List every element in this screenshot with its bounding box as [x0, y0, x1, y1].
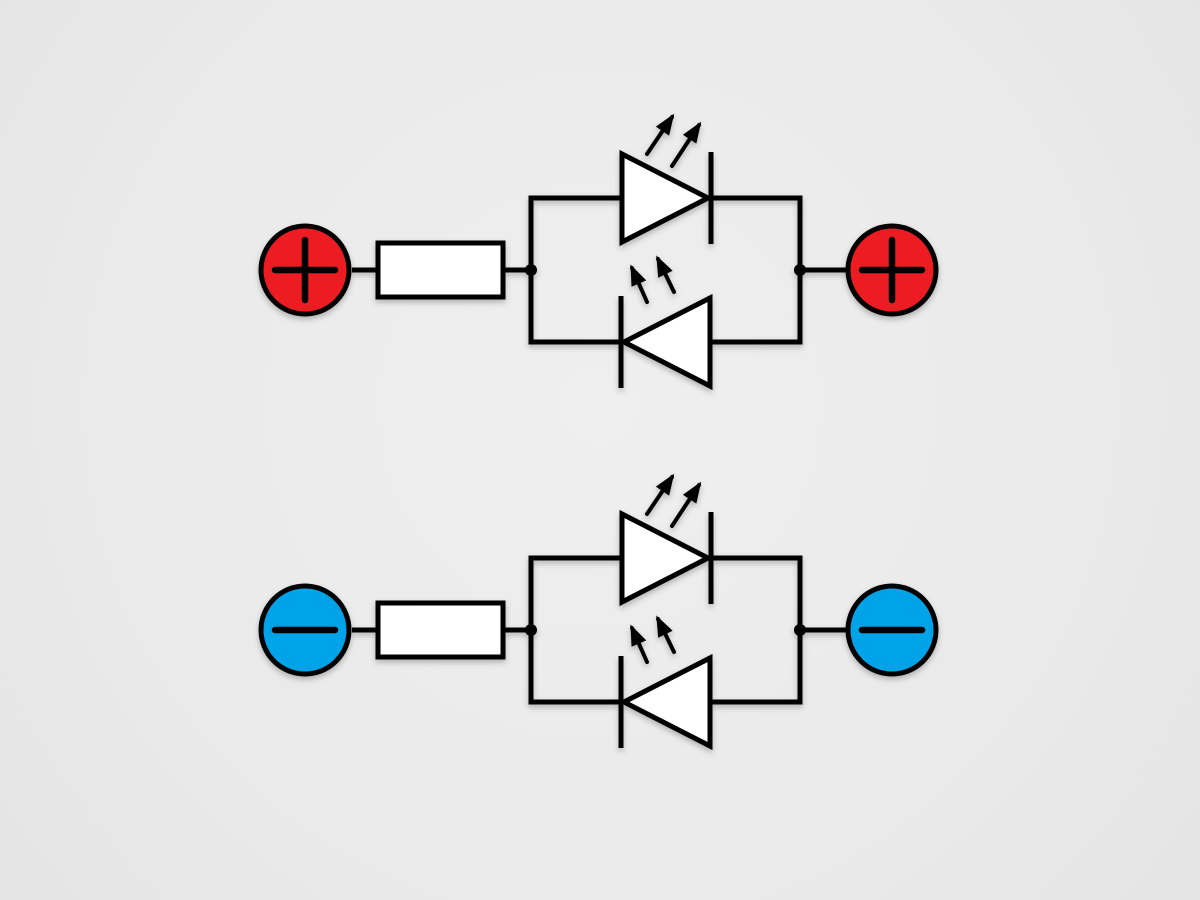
wire-lower-branch-right: [710, 630, 803, 705]
wire-upper-branch-left: [528, 555, 622, 630]
circuit-positive: [258, 113, 939, 391]
wire-upper-branch-right: [710, 555, 803, 630]
junction-dot-right: [794, 264, 806, 276]
light-arrow: [645, 113, 675, 156]
arrow-head: [630, 624, 647, 647]
light-arrow: [656, 615, 676, 654]
led-triangle: [619, 149, 714, 247]
light-arrow: [670, 121, 702, 168]
wire-upper-branch-left: [528, 195, 622, 270]
light-arrow: [630, 264, 649, 304]
wire-lower-branch-left: [528, 270, 622, 345]
led-forward: [619, 113, 714, 247]
left-minus-terminal: [258, 583, 352, 677]
circuit-negative: [258, 473, 939, 751]
arrow-head: [682, 121, 702, 144]
light-arrow: [645, 473, 675, 516]
arrow-head: [682, 481, 702, 504]
led-triangle: [618, 293, 713, 391]
led-triangle: [619, 509, 714, 607]
wire-lower-branch-left: [528, 630, 622, 705]
wire-upper-branch-right: [710, 195, 803, 270]
junction-dot-left: [525, 624, 537, 636]
led-forward: [619, 473, 714, 607]
led-reverse: [618, 615, 713, 751]
arrow-head: [656, 615, 673, 638]
resistor: [375, 240, 506, 300]
junction-dot-left: [525, 264, 537, 276]
arrow-head: [656, 255, 673, 278]
wire-lower-branch-right: [710, 270, 803, 345]
led-reverse: [618, 255, 713, 391]
arrow-head: [630, 264, 647, 287]
light-arrow: [630, 624, 649, 664]
junction-dot-right: [794, 624, 806, 636]
led-triangle: [618, 653, 713, 751]
light-arrow: [670, 481, 702, 528]
resistor: [375, 600, 506, 660]
right-minus-terminal: [845, 583, 939, 677]
right-plus-terminal: [845, 223, 939, 317]
left-plus-terminal: [258, 223, 352, 317]
light-arrow: [656, 255, 676, 294]
arrow-head: [655, 113, 675, 136]
arrow-head: [655, 473, 675, 496]
